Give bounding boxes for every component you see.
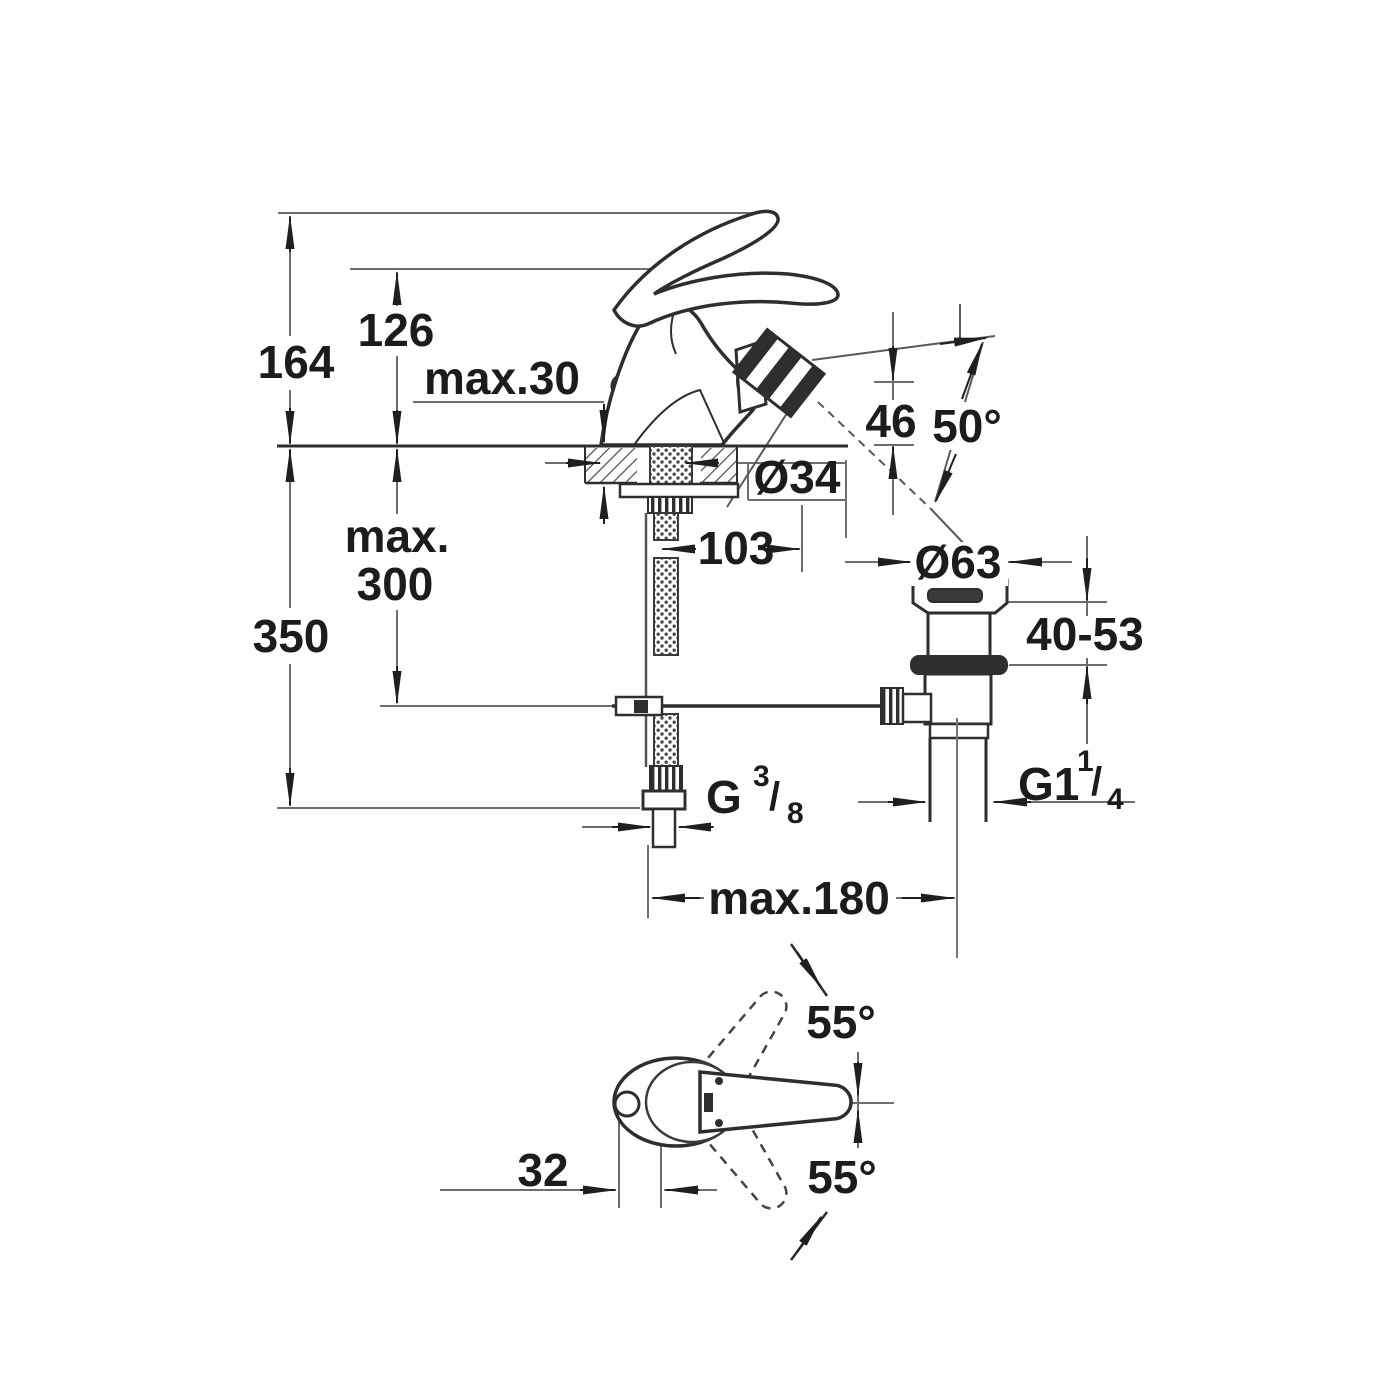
lever-handle — [611, 209, 840, 328]
horseshoe-washer — [618, 482, 740, 499]
label-hose-length: 350 — [253, 610, 330, 662]
supply-hose-2 — [653, 557, 679, 656]
label-hose-depth-value: 300 — [357, 558, 434, 610]
popup-waste-assembly — [880, 578, 1009, 958]
spray-stream-line — [817, 401, 931, 509]
label-swivel-down: 55° — [807, 1151, 877, 1203]
supply-hose-1 — [653, 512, 679, 541]
label-waste-flange-diameter: Ø63 — [915, 536, 1002, 588]
label-supply-thread: G 3 / 8 — [706, 760, 804, 830]
label-waste-thread: G1 1 / 4 — [1018, 745, 1124, 816]
waste-joint-band — [928, 722, 990, 740]
label-reach: 103 — [698, 522, 775, 574]
svg-text:8: 8 — [787, 797, 804, 830]
waste-seal-ring — [910, 655, 1008, 675]
label-hole-diameter: Ø34 — [754, 451, 841, 503]
supply-nut-g38 — [641, 789, 687, 811]
label-spout-height: 126 — [358, 304, 435, 356]
label-overall-height: 164 — [258, 336, 335, 388]
label-deck-thickness: max.30 — [424, 352, 580, 404]
waste-cap — [927, 588, 983, 603]
supply-stub — [651, 807, 677, 849]
deck-hatch-right — [701, 448, 736, 482]
label-handle-offset: 32 — [517, 1144, 568, 1196]
waste-upper-tube — [926, 611, 992, 660]
svg-text:1: 1 — [1077, 745, 1094, 778]
supply-hose-3 — [653, 713, 679, 767]
svg-text:G1: G1 — [1018, 758, 1079, 810]
dimension-labels: 164 126 max.30 46 50° Ø34 max. 300 350 1… — [253, 304, 1144, 1203]
label-center-distance: max.180 — [708, 872, 890, 924]
handle-dashed-down — [696, 1102, 788, 1210]
waste-body — [923, 672, 993, 726]
waste-side-knurl — [880, 687, 904, 725]
check-valve — [649, 765, 683, 793]
label-clamping-range: 40-53 — [1026, 608, 1144, 660]
spray-nozzle — [731, 327, 827, 419]
mounting-nut — [647, 496, 693, 514]
svg-text:G: G — [706, 771, 742, 823]
label-spray-height: 46 — [865, 395, 916, 447]
label-halos — [246, 306, 1150, 922]
dimension-arrows — [285, 215, 1092, 1253]
mixer-body — [598, 301, 756, 447]
popup-knob-top — [613, 1090, 641, 1118]
deck-hatch-left — [586, 448, 637, 482]
svg-text:/: / — [1091, 760, 1102, 804]
label-hose-depth-word: max. — [345, 510, 450, 562]
handle-dashed-up — [696, 990, 788, 1098]
handle-lever-top — [698, 1070, 853, 1134]
label-spray-angle: 50° — [932, 400, 1002, 452]
svg-text:4: 4 — [1107, 783, 1124, 816]
handle-top-view — [612, 943, 853, 1261]
svg-text:/: / — [769, 775, 780, 819]
waste-side-inlet — [901, 692, 933, 724]
svg-text:3: 3 — [753, 760, 770, 793]
mixer-side-view — [277, 209, 883, 849]
label-swivel-up: 55° — [806, 996, 876, 1048]
